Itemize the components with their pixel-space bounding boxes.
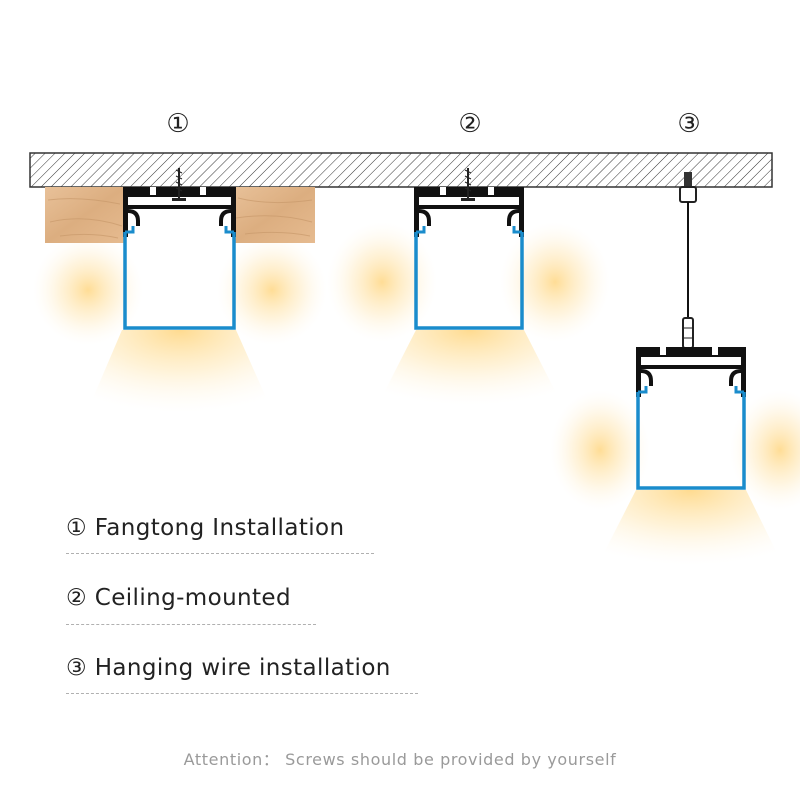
legend-divider-2 bbox=[66, 624, 316, 625]
screw-2 bbox=[461, 168, 475, 201]
light-glow-2 bbox=[327, 222, 610, 430]
attention-note: Attention： Screws should be provided by … bbox=[183, 750, 617, 769]
screw-1 bbox=[172, 168, 186, 201]
marker-1: ① bbox=[166, 109, 189, 139]
light-glow-1 bbox=[33, 235, 327, 440]
legend-divider-1 bbox=[66, 553, 374, 554]
hanging-wire-3 bbox=[679, 172, 697, 349]
legend-ceiling-mounted: ② Ceiling-mounted bbox=[66, 585, 291, 611]
profile-3 bbox=[636, 347, 746, 490]
wood-block-left bbox=[45, 187, 125, 243]
marker-3: ③ bbox=[677, 109, 700, 139]
light-glow-3 bbox=[550, 390, 800, 590]
marker-2: ② bbox=[458, 109, 481, 139]
legend-fangtong: ① Fangtong Installation bbox=[66, 515, 345, 541]
legend-divider-3 bbox=[66, 693, 418, 694]
ceiling-slab bbox=[29, 152, 773, 188]
legend-hanging-wire: ③ Hanging wire installation bbox=[66, 655, 391, 681]
